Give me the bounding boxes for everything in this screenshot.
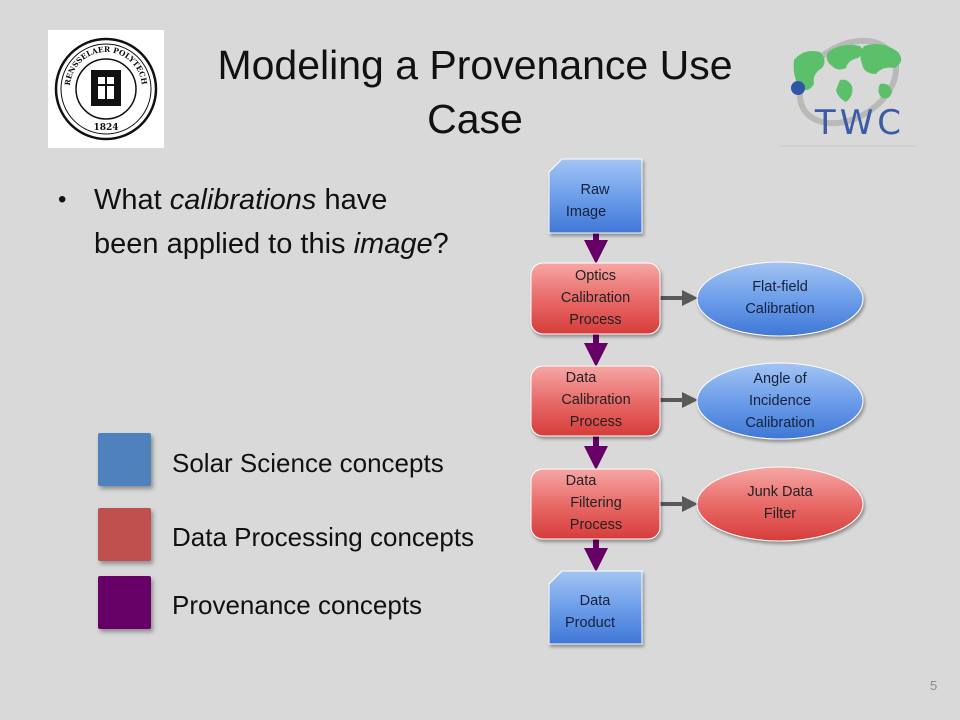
angle-of-incidence-calibration-node [696,362,864,440]
optics-calibration-process-node [530,262,661,335]
twc-logo: TWC [780,22,916,150]
twc-text: TWC [814,103,905,143]
junk-data-filter-label: Junk Data Filter [747,484,813,522]
raw-image-node [548,158,643,234]
optics-calibration-process-label: Optics Calibration Process [560,268,631,328]
raw-image-label: Raw Image [565,182,610,220]
angle-of-incidence-calibration-label: Angle of Incidence Calibration [745,371,815,431]
bullet-question: • What calibrations have been applied to… [58,178,458,266]
data-filtering-process-label: Data Filtering Process [565,473,623,533]
junk-data-filter-node [696,466,864,542]
flat-field-calibration-label: Flat-field Calibration [745,279,815,317]
data-product-node [548,570,643,645]
slide-title: Modeling a Provenance Use Case [170,38,780,146]
page-number: 5 [930,678,938,693]
bullet-text: What calibrations have been applied to t… [94,184,449,260]
legend-label-solar-science: Solar Science concepts [172,448,444,478]
title-line-2: Case [427,96,523,142]
data-calibration-process-node [530,365,661,437]
legend-swatch-data-processing [98,508,151,561]
rpi-year: 1824 [93,123,118,133]
legend-swatch-solar-science [98,433,151,486]
title-line-1: Modeling a Provenance Use [217,42,733,88]
data-filtering-process-node [530,468,661,540]
legend-label-data-processing: Data Processing concepts [172,522,475,552]
legend-swatch-provenance [98,576,151,629]
legend-label-provenance: Provenance concepts [172,590,423,620]
rpi-seal-logo: RENSSELAER POLYTECHNIC INSTITUTE 1824 [45,23,164,148]
data-calibration-process-label: Data Calibration Process [561,370,631,430]
bullet-dot: • [58,186,67,213]
flat-field-calibration-node [696,261,864,337]
data-product-label: Data Product [565,593,615,631]
